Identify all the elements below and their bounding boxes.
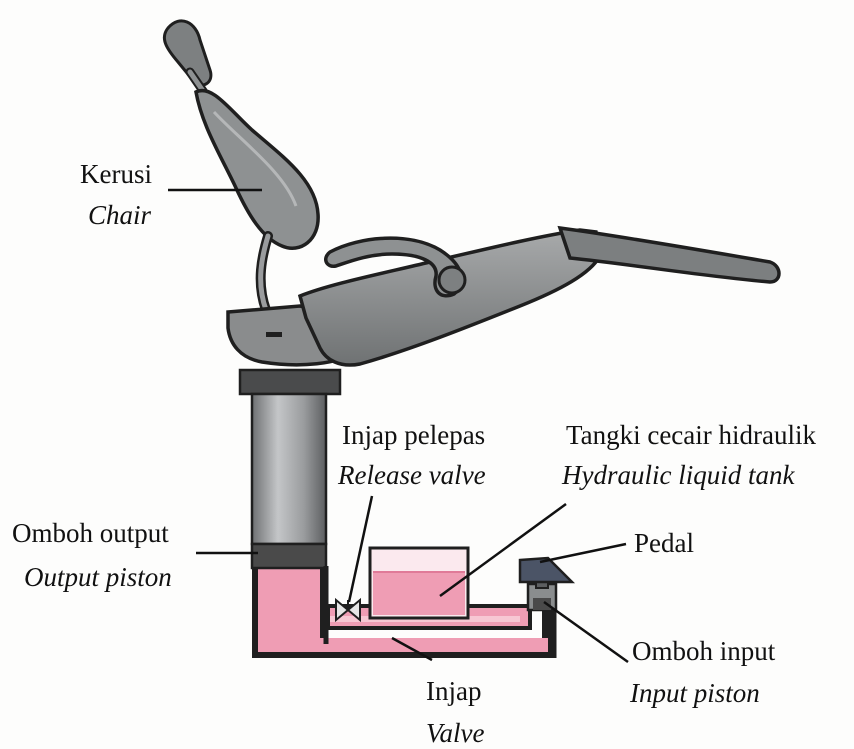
chair-leg-rest bbox=[560, 228, 779, 282]
label-output-piston-ms: Omboh output bbox=[12, 518, 169, 548]
leader-pedal bbox=[540, 544, 626, 562]
label-chair-en: Chair bbox=[88, 200, 152, 230]
label-release-valve-ms: Injap pelepas bbox=[342, 420, 485, 450]
tank-liquid bbox=[373, 572, 465, 615]
leader-input-piston bbox=[544, 602, 628, 662]
output-cylinder bbox=[240, 370, 340, 544]
hydraulic-liquid-tank bbox=[370, 548, 468, 618]
label-output-piston-en: Output piston bbox=[24, 562, 172, 592]
column-body bbox=[252, 394, 326, 544]
chair bbox=[164, 21, 779, 365]
label-tank-ms: Tangki cecair hidraulik bbox=[566, 420, 817, 450]
column-cap bbox=[240, 370, 340, 394]
label-pedal: Pedal bbox=[634, 528, 694, 558]
label-input-piston-ms: Omboh input bbox=[632, 636, 776, 666]
label-tank-en: Hydraulic liquid tank bbox=[561, 460, 795, 490]
label-valve-ms: Injap bbox=[426, 676, 481, 706]
label-input-piston-en: Input piston bbox=[629, 678, 760, 708]
label-chair-ms: Kerusi bbox=[80, 159, 152, 189]
label-valve-en: Valve bbox=[426, 718, 484, 748]
label-release-valve-en: Release valve bbox=[337, 460, 486, 490]
output-piston bbox=[252, 544, 326, 568]
